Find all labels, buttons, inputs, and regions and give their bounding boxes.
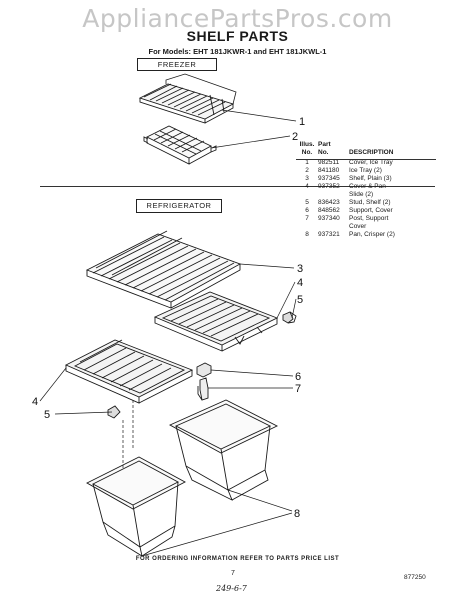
row-description: Ice Tray (2) bbox=[349, 167, 382, 174]
row-description: Slide (2) bbox=[349, 191, 374, 198]
alignment-lines bbox=[122, 400, 134, 468]
crisper-pan-left bbox=[86, 456, 186, 557]
figure-number: 877250 bbox=[404, 574, 426, 581]
callout-leaders bbox=[39, 109, 297, 557]
support-cover-post bbox=[196, 362, 212, 401]
handwritten-note: 249-6-7 bbox=[216, 584, 247, 593]
ice-tray bbox=[143, 125, 217, 165]
table-row: 7 937340 Post, Support bbox=[296, 215, 436, 223]
callout-1: 1 bbox=[299, 116, 305, 128]
row-illus-no: 1 bbox=[305, 159, 309, 166]
table-row: 5 836423 Stud, Shelf (2) bbox=[296, 199, 436, 207]
row-part-no: 937321 bbox=[318, 231, 340, 238]
freezer-section-label: FREEZER bbox=[137, 58, 217, 71]
row-illus-no: 8 bbox=[305, 231, 309, 238]
callout-3: 3 bbox=[297, 263, 303, 275]
row-description: Shelf, Plain (3) bbox=[349, 175, 392, 182]
callout-5-left: 5 bbox=[44, 409, 50, 421]
model-numbers: For Models: EHT 181JKWR-1 and EHT 181JKW… bbox=[148, 47, 327, 56]
table-header-rule bbox=[296, 159, 436, 160]
description-header: DESCRIPTION bbox=[349, 149, 394, 156]
upper-shelf-stud bbox=[282, 311, 297, 324]
section-divider bbox=[40, 186, 435, 187]
watermark: AppliancePartsPros.com bbox=[82, 4, 393, 33]
row-description: Pan, Crisper (2) bbox=[349, 231, 395, 238]
row-illus-no: 4 bbox=[305, 183, 309, 190]
row-illus-no: 5 bbox=[305, 199, 309, 206]
page-title: SHELF PARTS bbox=[186, 28, 289, 44]
callout-6: 6 bbox=[295, 371, 301, 383]
callout-7: 7 bbox=[295, 383, 301, 395]
parts-table-header: Illus. Part bbox=[296, 141, 436, 149]
row-part-no: 937340 bbox=[318, 215, 340, 222]
row-part-no: 937352 bbox=[318, 183, 340, 190]
row-description: Cover, Ice Tray bbox=[349, 159, 393, 166]
callout-4-left: 4 bbox=[32, 396, 38, 408]
row-illus-no: 2 bbox=[305, 167, 309, 174]
table-row: 4 937352 Cover & Pan bbox=[296, 183, 436, 191]
part-header-bottom: No. bbox=[318, 149, 329, 156]
row-part-no: 937345 bbox=[318, 175, 340, 182]
crisper-pan-right bbox=[168, 399, 279, 501]
row-illus-no: 6 bbox=[305, 207, 309, 214]
lower-cover-pan-slide bbox=[64, 339, 194, 404]
callout-8: 8 bbox=[294, 508, 300, 520]
page-number: 7 bbox=[231, 570, 235, 577]
plain-shelf bbox=[85, 230, 242, 309]
illus-header-bottom: No. bbox=[301, 149, 313, 156]
row-description: Support, Cover bbox=[349, 207, 393, 214]
row-description: Stud, Shelf (2) bbox=[349, 199, 391, 206]
refrigerator-section-label: REFRIGERATOR bbox=[136, 199, 222, 213]
row-illus-no: 7 bbox=[305, 215, 309, 222]
row-description: Post, Support bbox=[349, 215, 389, 222]
table-row: Slide (2) bbox=[296, 191, 436, 199]
table-row: 2 841180 Ice Tray (2) bbox=[296, 167, 436, 175]
parts-table-header: No. No. DESCRIPTION bbox=[296, 149, 436, 157]
illus-header-top: Illus. bbox=[299, 141, 315, 148]
callout-4: 4 bbox=[297, 277, 303, 289]
row-part-no: 836423 bbox=[318, 199, 340, 206]
row-part-no: 841180 bbox=[318, 167, 340, 174]
table-row: 6 848562 Support, Cover bbox=[296, 207, 436, 215]
row-description: Cover bbox=[349, 223, 367, 230]
table-row: 3 937345 Shelf, Plain (3) bbox=[296, 175, 436, 183]
row-description: Cover & Pan bbox=[349, 183, 386, 190]
lower-shelf-stud bbox=[107, 405, 121, 419]
table-row: 1 982511 Cover, Ice Tray bbox=[296, 159, 436, 167]
row-part-no: 848562 bbox=[318, 207, 340, 214]
row-illus-no: 3 bbox=[305, 175, 309, 182]
callout-2: 2 bbox=[292, 131, 298, 143]
ordering-info-footer: FOR ORDERING INFORMATION REFER TO PARTS … bbox=[135, 556, 340, 562]
table-row: 8 937321 Pan, Crisper (2) bbox=[296, 231, 436, 239]
part-header-top: Part bbox=[318, 141, 331, 148]
ice-tray-cover bbox=[138, 73, 237, 124]
callout-5: 5 bbox=[297, 294, 303, 306]
row-part-no: 982511 bbox=[318, 159, 340, 166]
table-row: Cover bbox=[296, 223, 436, 231]
